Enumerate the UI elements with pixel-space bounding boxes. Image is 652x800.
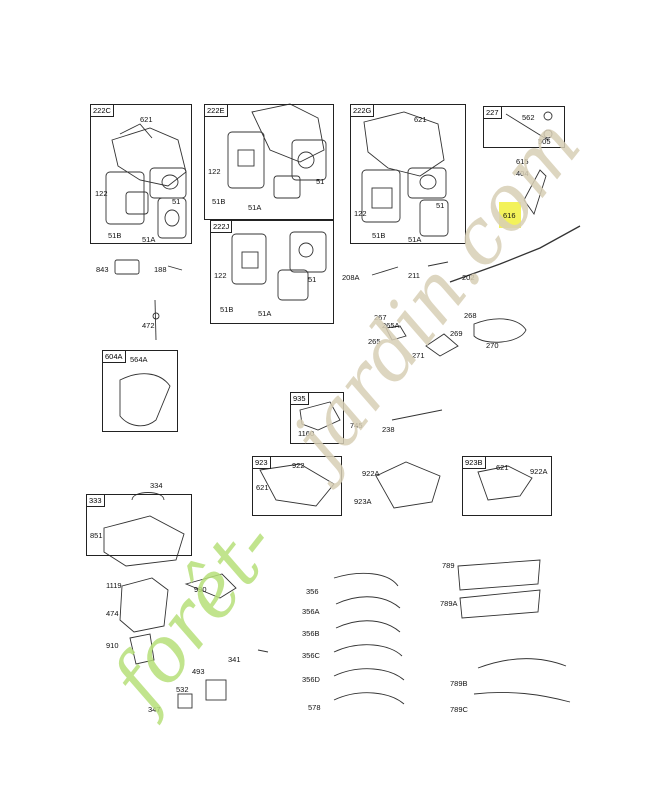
part-label: 265 bbox=[368, 337, 381, 346]
part-label: 564A bbox=[130, 355, 148, 364]
part-label: 51B bbox=[212, 197, 226, 206]
block-drawing bbox=[114, 259, 140, 275]
group-935: 935 bbox=[290, 392, 344, 444]
part-label: 356A bbox=[302, 607, 320, 616]
part-label: 347 bbox=[148, 705, 161, 714]
group-222E: 222E bbox=[204, 104, 334, 220]
part-label: 505 bbox=[538, 137, 551, 146]
group-tag: 222C bbox=[91, 105, 114, 117]
part-label: 615 bbox=[516, 157, 529, 166]
group-333: 333 bbox=[86, 494, 192, 556]
part-label: 51 bbox=[308, 275, 317, 284]
part-label: 910 bbox=[106, 641, 119, 650]
part-label: 745 bbox=[350, 421, 363, 430]
part-label: 238 bbox=[382, 425, 395, 434]
part-label: 923A bbox=[354, 497, 372, 506]
part-label: 122 bbox=[95, 189, 108, 198]
group-222C: 222C bbox=[90, 104, 192, 244]
part-label: 122 bbox=[214, 271, 227, 280]
group-222G: 222G bbox=[350, 104, 466, 244]
part-label: 208A bbox=[342, 273, 360, 282]
part-label: 334 bbox=[150, 481, 163, 490]
part-label: 51A bbox=[248, 203, 262, 212]
part-label: 265A bbox=[382, 321, 400, 330]
part-label: 267 bbox=[374, 313, 387, 322]
part-label: 1119 bbox=[106, 581, 122, 590]
part-label: 562 bbox=[522, 113, 535, 122]
part-label: 621 bbox=[256, 483, 269, 492]
part-label: 268 bbox=[464, 311, 477, 320]
part-label: 269 bbox=[450, 329, 463, 338]
highlight-616 bbox=[499, 202, 521, 228]
group-923: 923 bbox=[252, 456, 342, 516]
group-tag: 333 bbox=[87, 495, 105, 507]
part-label: 616 bbox=[503, 211, 516, 220]
group-tag: 923B bbox=[463, 457, 486, 469]
group-tag: 222J bbox=[211, 221, 233, 233]
part-label: 621 bbox=[140, 115, 153, 124]
part-label: 789 bbox=[442, 561, 455, 570]
part-label: 51 bbox=[436, 201, 445, 210]
part-label: 122 bbox=[208, 167, 221, 176]
part-label: 51B bbox=[220, 305, 234, 314]
part-label: 578 bbox=[308, 703, 321, 712]
part-label: 51A bbox=[408, 235, 422, 244]
part-label: 1160 bbox=[298, 429, 315, 438]
part-label: 122 bbox=[354, 209, 367, 218]
part-label: 341 bbox=[228, 655, 241, 664]
part-label: 51A bbox=[258, 309, 272, 318]
group-tag: 604A bbox=[103, 351, 126, 363]
part-label: 356B bbox=[302, 629, 320, 638]
part-label: 621 bbox=[496, 463, 509, 472]
part-label: 922A bbox=[530, 467, 548, 476]
part-label: 474 bbox=[106, 609, 119, 618]
group-tag: 923 bbox=[253, 457, 271, 469]
part-label: 404 bbox=[516, 169, 529, 178]
group-604A: 604A bbox=[102, 350, 178, 432]
part-label: 789B bbox=[450, 679, 468, 688]
group-tag: 227 bbox=[484, 107, 502, 119]
gasket-drawing bbox=[105, 171, 145, 225]
group-tag: 222G bbox=[351, 105, 375, 117]
part-label: 789C bbox=[450, 705, 468, 714]
part-label: 621 bbox=[414, 115, 427, 124]
part-label: 990 bbox=[194, 585, 207, 594]
part-label: 789A bbox=[440, 599, 458, 608]
part-label: 51 bbox=[172, 197, 181, 206]
part-label: 922A bbox=[362, 469, 380, 478]
part-label: 356C bbox=[302, 651, 320, 660]
group-923B: 923B bbox=[462, 456, 552, 516]
part-label: 202 bbox=[462, 273, 475, 282]
part-label: 532 bbox=[176, 685, 189, 694]
group-227: 227 bbox=[483, 106, 565, 148]
part-label: 51 bbox=[316, 177, 325, 186]
part-label: 51B bbox=[108, 231, 122, 240]
group-tag: 222E bbox=[205, 105, 228, 117]
part-label: 493 bbox=[192, 667, 205, 676]
group-222J: 222J bbox=[210, 220, 334, 324]
part-label: 922 bbox=[292, 461, 305, 470]
part-label: 51A bbox=[142, 235, 156, 244]
part-label: 188 bbox=[154, 265, 167, 274]
part-label: 472 bbox=[142, 321, 155, 330]
part-label: 271 bbox=[412, 351, 425, 360]
part-label: 356 bbox=[306, 587, 319, 596]
part-label: 843 bbox=[96, 265, 109, 274]
part-label: 356D bbox=[302, 675, 320, 684]
part-label: 51B bbox=[372, 231, 386, 240]
part-label: 270 bbox=[486, 341, 499, 350]
group-tag: 935 bbox=[291, 393, 309, 405]
part-label: 851 bbox=[90, 531, 103, 540]
part-label: 211 bbox=[408, 271, 420, 280]
